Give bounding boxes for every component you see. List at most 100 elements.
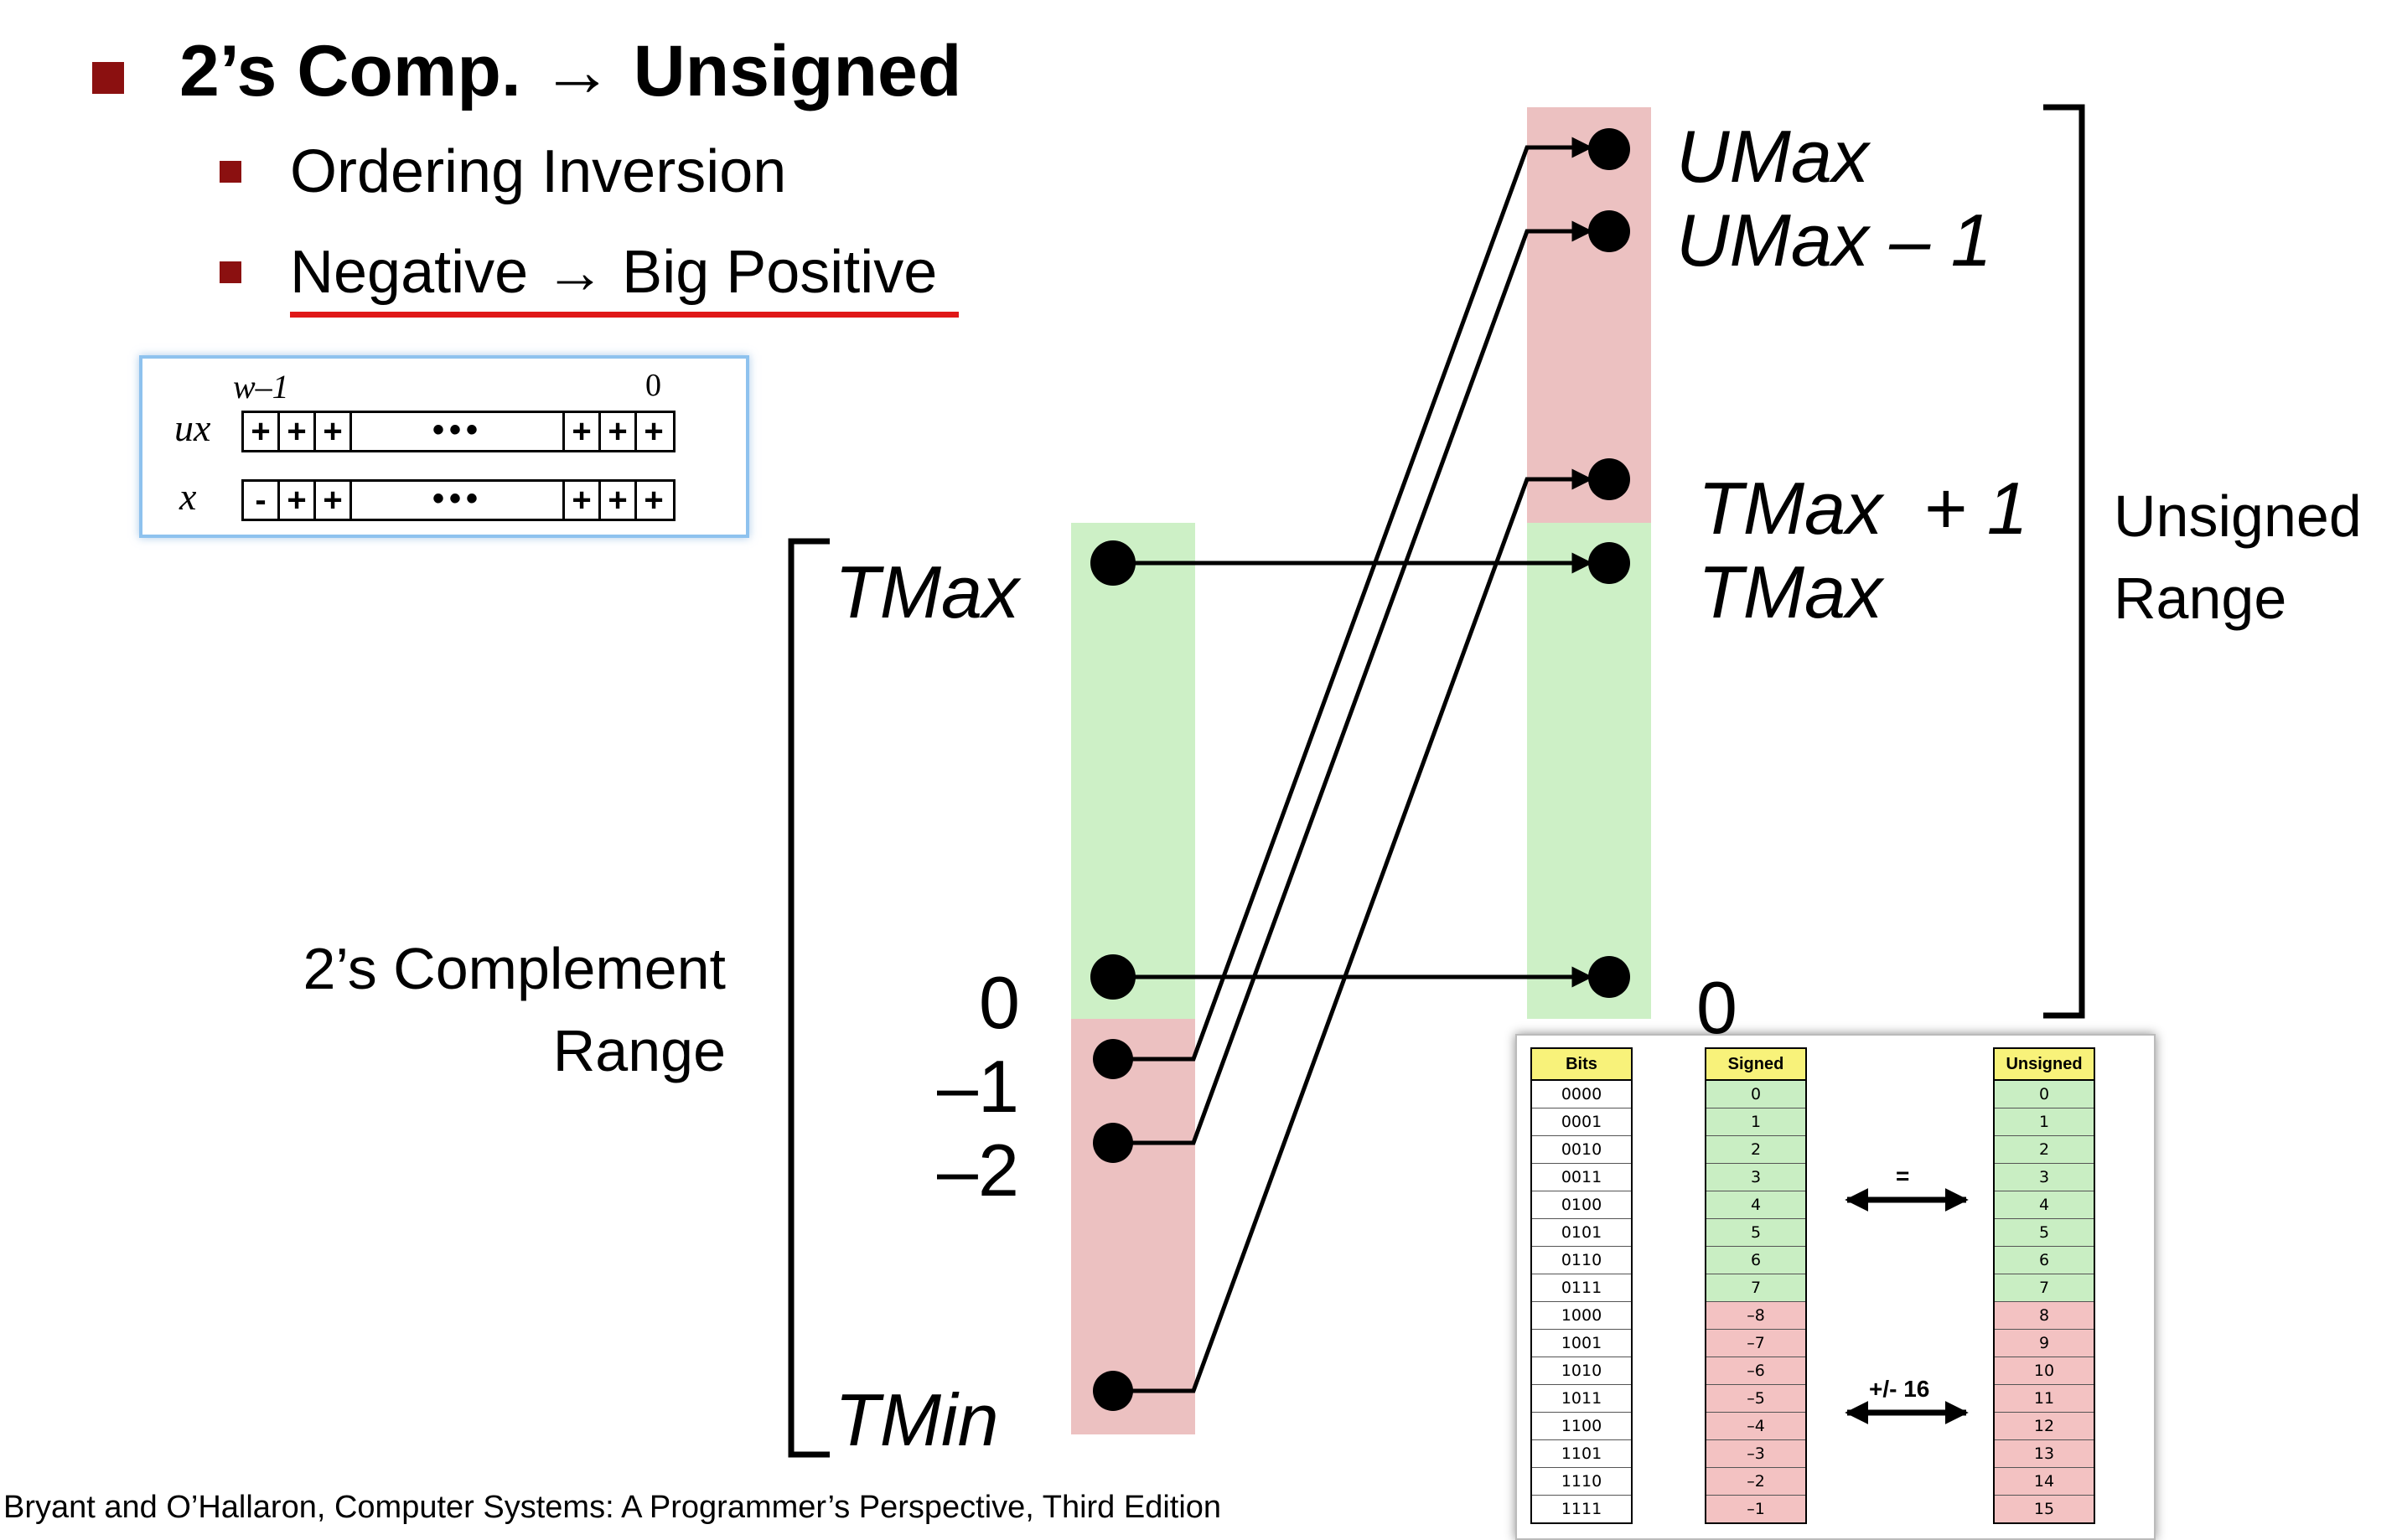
table-cell: 4 <box>1706 1191 1805 1219</box>
table-cell: 1 <box>1706 1108 1805 1136</box>
dot-left-tmax <box>1090 540 1136 586</box>
citation: Bryant and O’Hallaron, Computer Systems:… <box>3 1490 1222 1525</box>
arrow-minus1 <box>1113 137 1593 1062</box>
bit-cell: + <box>601 413 637 450</box>
table-cell: –1 <box>1706 1496 1805 1522</box>
bit-pattern-box: w–1 0 ux + + + ••• + + + x - + + ••• + +… <box>139 355 749 538</box>
label-umax-minus1: UMax – 1 <box>1676 199 1992 282</box>
label-minus2-left: –2 <box>937 1129 1019 1212</box>
table-cell: –6 <box>1706 1357 1805 1385</box>
table-cell: 0111 <box>1532 1274 1631 1302</box>
table-cell: 14 <box>1995 1468 2094 1496</box>
bit-row-ux: + + + ••• + + + <box>241 411 676 452</box>
table-cell: 0010 <box>1532 1136 1631 1164</box>
table-cell: 5 <box>1995 1219 2094 1247</box>
unsigned-header: Unsigned <box>1995 1049 2094 1081</box>
bit-cell: + <box>280 482 316 519</box>
twos-complement-bracket <box>788 538 830 1458</box>
unsigned-range-label-1: Unsigned <box>2114 483 2362 549</box>
dot-left-minus1 <box>1093 1039 1133 1079</box>
table-cell: 1001 <box>1532 1330 1631 1357</box>
bit-cell: - <box>244 482 280 519</box>
bullet-ordering-inversion: Ordering Inversion <box>290 138 787 205</box>
label-tmax-plus1: TMax + 1 <box>1698 467 2028 550</box>
table-cell: 7 <box>1995 1274 2094 1302</box>
dot-left-minus2 <box>1093 1123 1133 1163</box>
unsigned-bracket <box>2043 104 2085 1019</box>
dot-left-zero <box>1090 954 1136 1000</box>
left-neg-band <box>1071 1019 1195 1434</box>
slide-title: 2’s Comp. → Unsigned <box>179 31 962 111</box>
table-cell: 1111 <box>1532 1496 1631 1522</box>
bit-cell: + <box>316 482 352 519</box>
table-cell: 3 <box>1706 1164 1805 1191</box>
dot-right-umax-minus1 <box>1588 210 1630 252</box>
dot-right-umax <box>1588 128 1630 170</box>
title-bullet-icon <box>92 62 124 94</box>
table-cell: –4 <box>1706 1413 1805 1440</box>
bit-cell: + <box>601 482 637 519</box>
table-cell: 0110 <box>1532 1247 1631 1274</box>
table-cell: 0 <box>1995 1081 2094 1108</box>
dot-right-tmax-plus1 <box>1588 458 1630 500</box>
bit-row-label-x: x <box>179 475 197 518</box>
left-nonneg-band <box>1071 523 1195 1019</box>
table-cell: –3 <box>1706 1440 1805 1468</box>
table-cell: 3 <box>1995 1164 2094 1191</box>
table-cell: 1 <box>1995 1108 2094 1136</box>
table-cell: 1010 <box>1532 1357 1631 1385</box>
bit-row-label-ux: ux <box>174 406 211 449</box>
table-cell: 11 <box>1995 1385 2094 1413</box>
label-tmin-left: TMin <box>835 1378 999 1461</box>
bit-cell: + <box>244 413 280 450</box>
shift-label: +/- 16 <box>1869 1376 1930 1402</box>
table-cell: 1101 <box>1532 1440 1631 1468</box>
table-cell: 15 <box>1995 1496 2094 1522</box>
bit-cell: + <box>280 413 316 450</box>
table-arrows <box>1845 1188 1969 1424</box>
signed-header: Signed <box>1706 1049 1805 1081</box>
table-cell: 2 <box>1995 1136 2094 1164</box>
right-lower-band <box>1527 523 1651 1019</box>
table-cell: 0 <box>1706 1081 1805 1108</box>
bit-cell: + <box>316 413 352 450</box>
table-cell: –5 <box>1706 1385 1805 1413</box>
table-cell: 12 <box>1995 1413 2094 1440</box>
twos-complement-range-label-2: Range <box>552 1018 726 1083</box>
table-cell: 0100 <box>1532 1191 1631 1219</box>
bit-dots: ••• <box>432 480 483 517</box>
dot-left-tmin <box>1093 1371 1133 1411</box>
table-cell: 8 <box>1995 1302 2094 1330</box>
table-cell: –2 <box>1706 1468 1805 1496</box>
table-cell: 10 <box>1995 1357 2094 1385</box>
sub-bullet-icon <box>220 261 241 283</box>
label-umax: UMax <box>1676 115 1869 198</box>
table-cell: 4 <box>1995 1191 2094 1219</box>
table-cell: 1000 <box>1532 1302 1631 1330</box>
table-cell: 0101 <box>1532 1219 1631 1247</box>
bit-index-high: w–1 <box>233 368 289 406</box>
bullet-underline <box>290 312 959 318</box>
eq-label: = <box>1896 1163 1910 1189</box>
dot-right-tmax <box>1588 542 1630 584</box>
sub-bullet-icon <box>220 161 241 183</box>
twos-complement-range-label-1: 2’s Complement <box>303 936 727 1001</box>
table-cell: 13 <box>1995 1440 2094 1468</box>
label-tmax-right: TMax <box>1698 550 1882 633</box>
dot-right-zero <box>1588 956 1630 998</box>
arrow-tmin <box>1113 468 1593 1393</box>
table-cell: 6 <box>1706 1247 1805 1274</box>
bit-dots: ••• <box>432 411 483 448</box>
table-cell: 1011 <box>1532 1385 1631 1413</box>
table-cell: 5 <box>1706 1219 1805 1247</box>
bit-cell: + <box>562 413 601 450</box>
table-cell: 6 <box>1995 1247 2094 1274</box>
table-cell: 1100 <box>1532 1413 1631 1440</box>
bit-cell: + <box>562 482 601 519</box>
bit-cell: + <box>644 482 664 519</box>
unsigned-range-label-2: Range <box>2114 566 2287 631</box>
table-cell: –7 <box>1706 1330 1805 1357</box>
arrow-minus2 <box>1113 220 1593 1145</box>
